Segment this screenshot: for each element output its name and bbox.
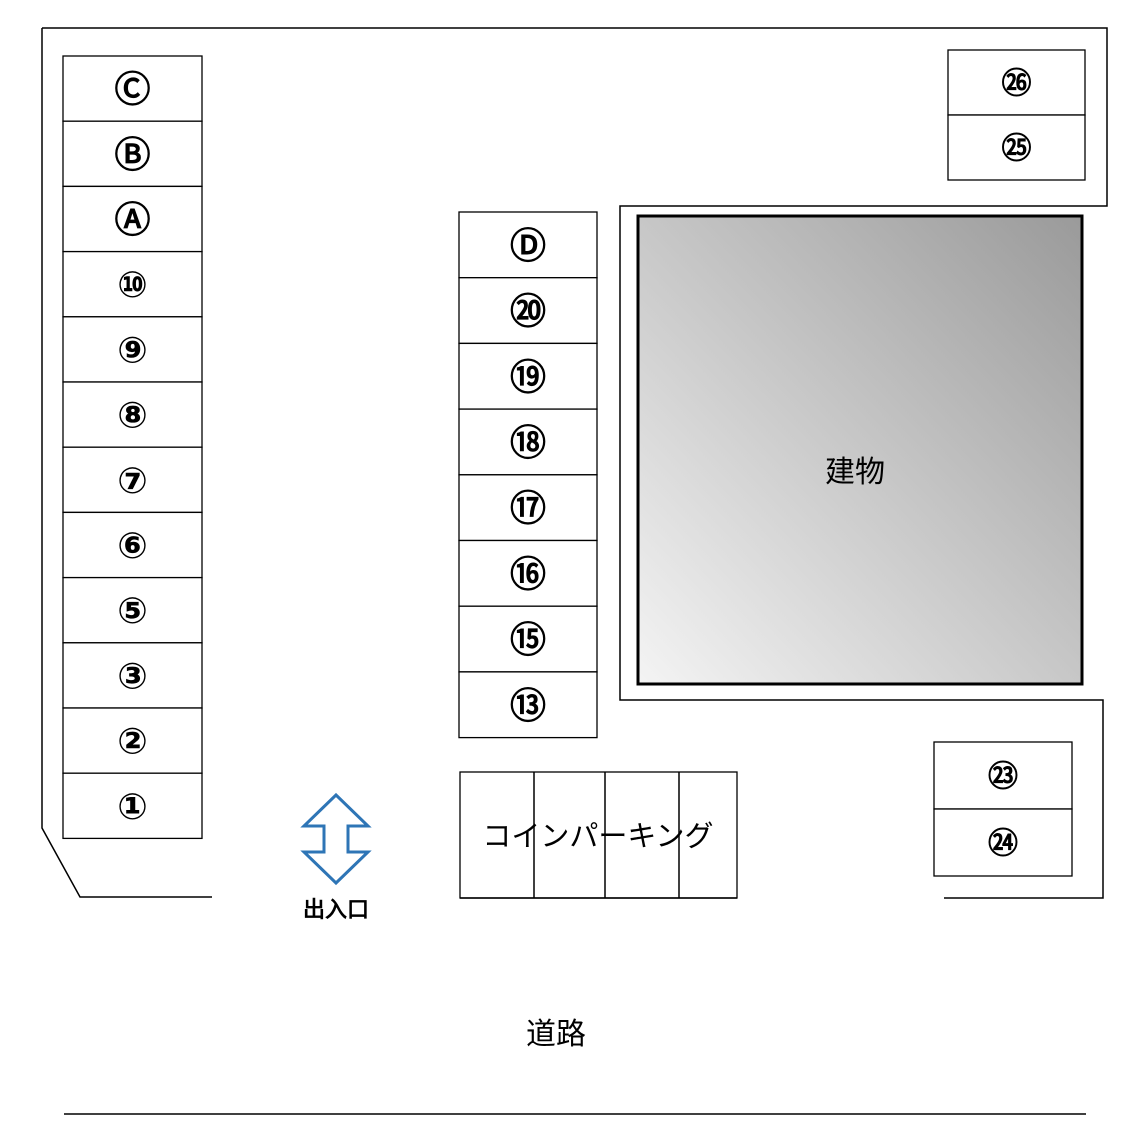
left-column-slot-label: Ⓐ	[114, 200, 150, 241]
left-column-slot	[62, 772, 203, 840]
middle-column-slot-label: ⑮	[510, 620, 546, 661]
left-column-slot	[62, 381, 203, 448]
building	[636, 214, 1084, 686]
middle-column-slot	[458, 277, 598, 345]
bottom-right-slot-label: ㉓	[988, 760, 1018, 795]
coin-parking-label: コインパーキング	[482, 819, 713, 853]
left-column-slots: Ⓒ Ⓑ Ⓐ ⑩ ⑨ ⑧ ⑦ ⑥ ⑤ ③ ② ①	[62, 55, 203, 840]
top-right-slot-label: ㉕	[1002, 132, 1032, 167]
middle-column-slot-label: ⑬	[510, 686, 546, 727]
left-column-slot	[62, 642, 203, 709]
left-column-slot	[62, 120, 203, 188]
bottom-right-slot	[933, 741, 1073, 810]
coin-parking: コインパーキング	[459, 771, 738, 899]
left-column-slot-label: ⑨	[117, 330, 147, 371]
middle-column-slot	[458, 408, 598, 476]
road-label: 道路	[526, 1017, 586, 1052]
middle-column-slot-label: ⑯	[510, 554, 546, 595]
entrance-arrow-icon	[300, 792, 372, 886]
top-right-slot	[947, 49, 1086, 116]
left-column-slot-label: ⑤	[117, 591, 147, 632]
left-column-slot-label: ①	[117, 787, 147, 828]
middle-column-slots: Ⓓ ⑳ ⑲ ⑱ ⑰ ⑯ ⑮ ⑬	[458, 211, 598, 739]
top-right-slot-label: ㉖	[1002, 67, 1032, 102]
left-column-slot	[62, 250, 203, 318]
left-column-slot	[62, 185, 203, 253]
left-column-slot-label: ⑧	[117, 396, 147, 437]
middle-column-slot	[458, 211, 598, 279]
middle-column-slot	[458, 539, 598, 607]
middle-column-slot	[458, 342, 598, 410]
building-label: 建物	[825, 455, 885, 490]
left-column-slot-label: ⑩	[117, 265, 147, 306]
left-column-slot	[62, 446, 203, 514]
left-column-slot-label: ②	[117, 722, 147, 763]
middle-column-slot-label: ⑲	[510, 357, 546, 398]
entrance-label: 出入口	[303, 898, 369, 923]
bottom-right-slot-label: ㉔	[988, 827, 1018, 862]
left-column-slot-label: Ⓑ	[114, 135, 150, 176]
middle-column-slot	[458, 671, 598, 739]
middle-column-slot-label: ⑳	[510, 292, 546, 333]
left-column-slot	[62, 707, 203, 774]
middle-column-slot-label: ⑰	[510, 489, 546, 530]
top-right-slot	[947, 114, 1086, 181]
left-column-slot	[62, 316, 203, 383]
middle-column-slot-label: Ⓓ	[510, 226, 546, 267]
middle-column-slot	[458, 474, 598, 542]
left-column-slot	[62, 55, 203, 122]
left-column-slot-label: ⑥	[117, 526, 147, 567]
middle-column-slot-label: ⑱	[510, 423, 546, 464]
bottom-right-slot	[933, 808, 1073, 877]
left-column-slot-label: ③	[117, 656, 147, 697]
left-column-slot-label: Ⓒ	[114, 70, 150, 111]
left-column-slot-label: ⑦	[117, 461, 147, 502]
lot-boundary-left-side	[41, 28, 212, 898]
lot-boundary-left	[42, 27, 1108, 899]
